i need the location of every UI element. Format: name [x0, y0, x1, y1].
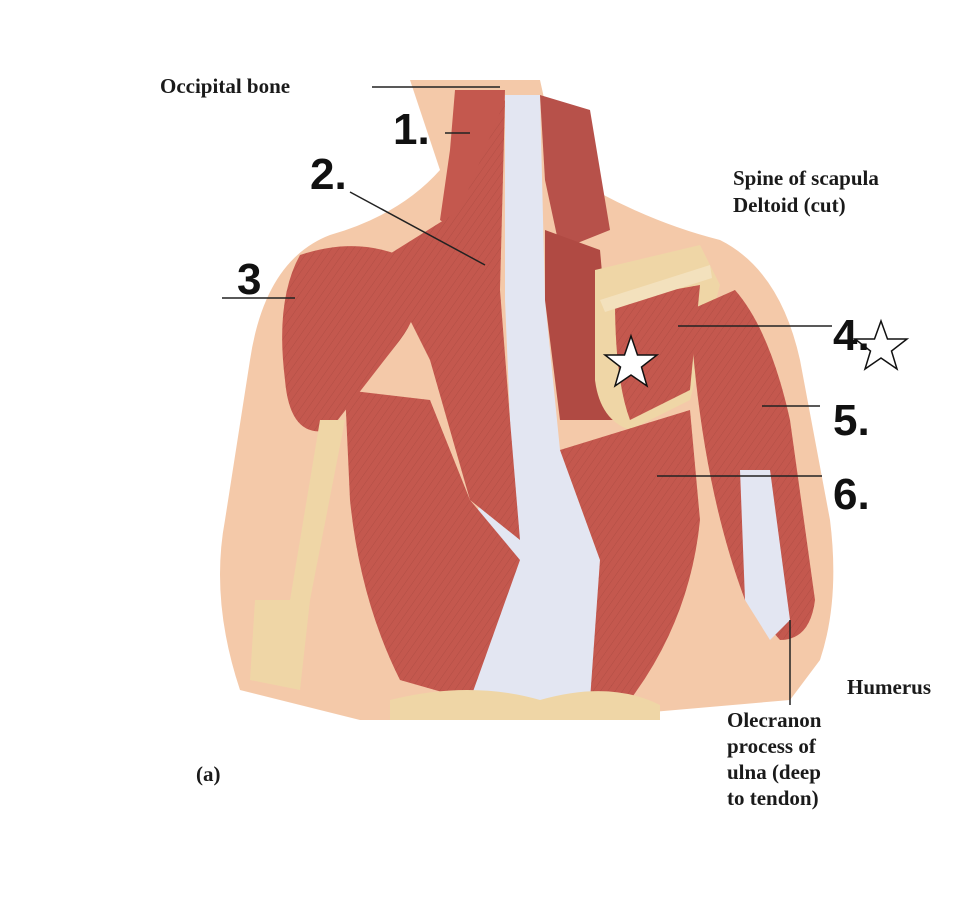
- olecranon-label-line4: to tendon): [727, 786, 819, 810]
- humerus-bone-left: [290, 420, 345, 600]
- olecranon-label-line2: process of: [727, 734, 816, 758]
- star-icon: [852, 318, 910, 371]
- number-label-6: 6.: [833, 470, 870, 519]
- olecranon-label-line1: Olecranon: [727, 708, 822, 732]
- deltoid-cut-label: Deltoid (cut): [733, 193, 846, 217]
- panel-label: (a): [196, 762, 221, 786]
- occipital-bone-label: Occipital bone: [160, 74, 291, 98]
- number-label-2: 2.: [310, 150, 347, 199]
- leader-2: [349, 191, 486, 266]
- number-label-1: 1.: [393, 105, 430, 154]
- triceps-tendon: [740, 470, 790, 640]
- spine-of-scapula-label: Spine of scapula: [733, 166, 879, 190]
- neck-muscle-right: [540, 95, 610, 250]
- number-label-5: 5.: [833, 396, 870, 445]
- star-icon: [602, 333, 660, 388]
- olecranon-label-line3: ulna (deep: [727, 760, 821, 784]
- number-label-4: 4.: [833, 311, 870, 360]
- spine-of-scapula-ridge: [600, 265, 712, 312]
- leader-lines: [222, 86, 832, 705]
- forearm-left: [250, 600, 310, 690]
- pelvis: [390, 690, 660, 720]
- humerus-label: Humerus: [847, 675, 931, 699]
- number-label-3: 3: [237, 255, 262, 304]
